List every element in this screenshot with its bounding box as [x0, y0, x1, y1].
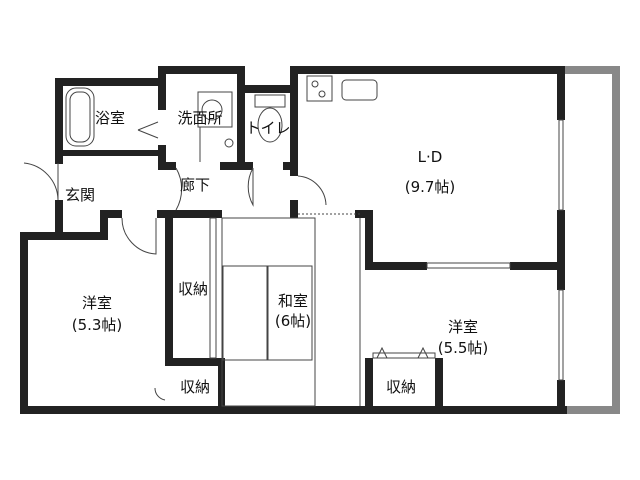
washroom-label: 洗面所	[177, 109, 222, 127]
western1-size: (5.3帖)	[72, 316, 123, 334]
western1-name: 洋室	[82, 294, 112, 312]
ld-size: (9.7帖)	[405, 178, 456, 196]
hallway-label: 廊下	[180, 176, 210, 194]
fixtures	[23, 75, 564, 407]
balcony	[565, 66, 620, 414]
toilet-label: トイレ	[245, 119, 290, 137]
walls	[20, 66, 567, 414]
bath-label: 浴室	[95, 109, 125, 127]
storage2-label: 収納	[180, 378, 210, 396]
ld-name: L·D	[418, 148, 443, 166]
room-labels: 浴室 洗面所 トイレ 玄関 廊下 L·D (9.7帖) 洋室 (5.3帖) 和室…	[65, 109, 488, 396]
western2-size: (5.5帖)	[438, 339, 489, 357]
japanese-size: (6帖)	[275, 312, 311, 330]
japanese-name: 和室	[278, 292, 308, 310]
western2-name: 洋室	[448, 318, 478, 336]
entrance-label: 玄関	[65, 186, 95, 204]
storage3-label: 収納	[386, 378, 416, 396]
storage1-label: 収納	[178, 280, 208, 298]
